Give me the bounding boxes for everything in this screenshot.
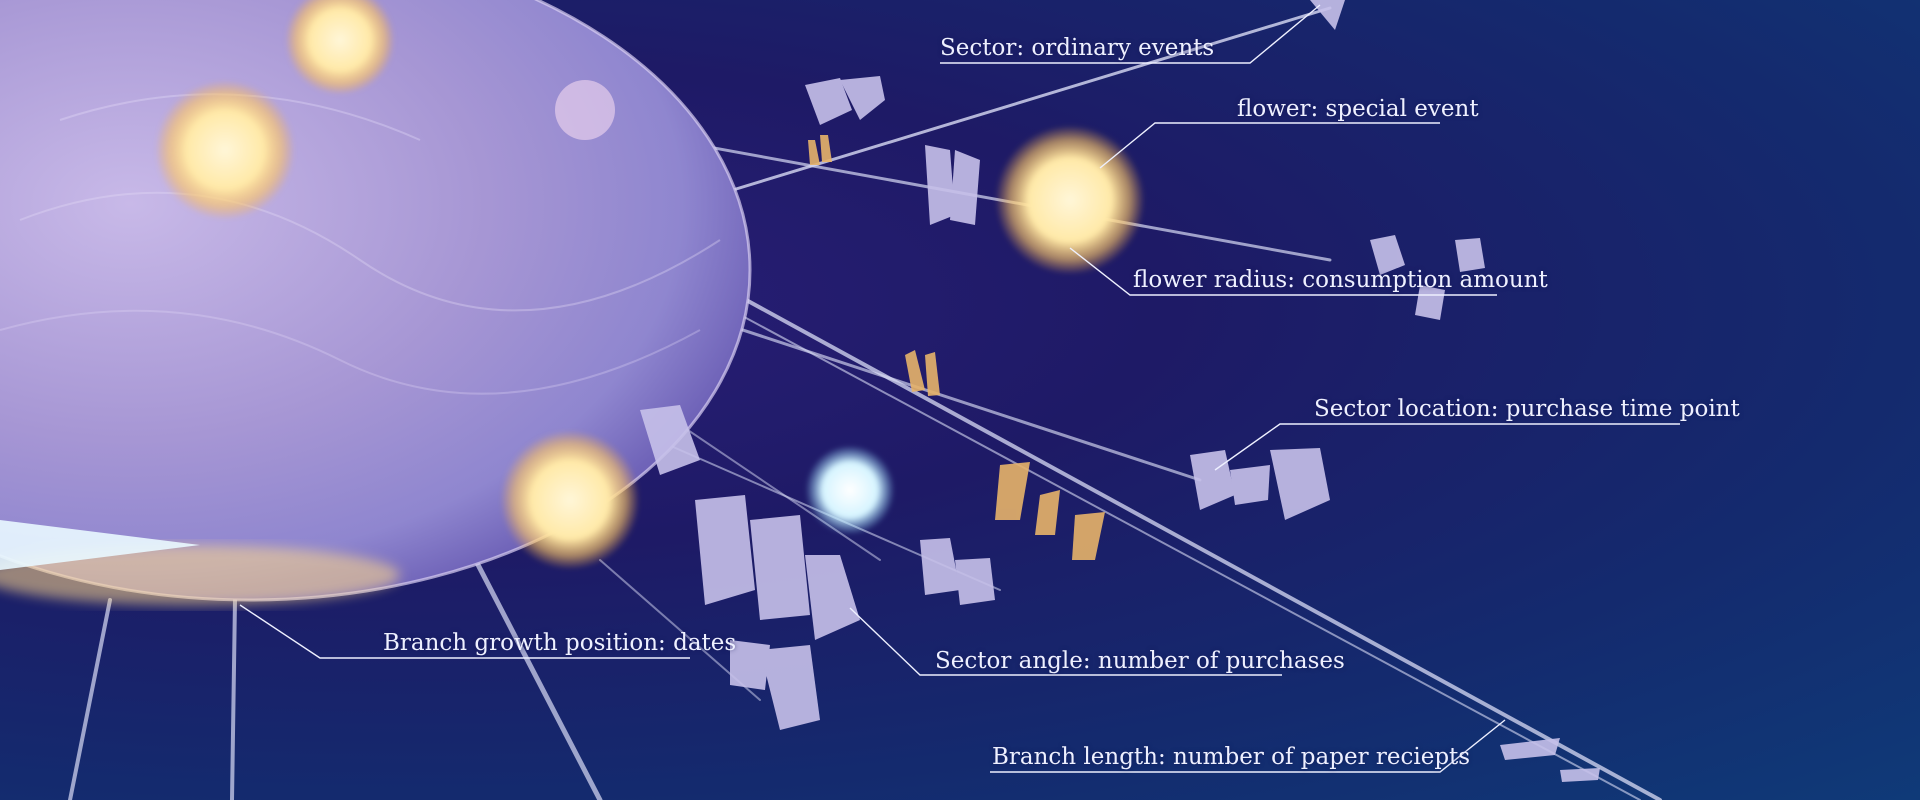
label-flower-special-event: flower: special event bbox=[1237, 96, 1479, 122]
sector-petals bbox=[640, 0, 1600, 782]
label-sector-location-purchase-time-point: Sector location: purchase time point bbox=[1314, 396, 1740, 422]
amber-seeds bbox=[808, 135, 1105, 560]
label-branch-growth-position-dates: Branch growth position: dates bbox=[383, 630, 737, 656]
annotation-leaders bbox=[239, 4, 1680, 773]
label-sector-ordinary-events: Sector: ordinary events bbox=[940, 35, 1215, 61]
label-branch-length-number-of-paper-reciepts: Branch length: number of paper reciepts bbox=[992, 744, 1471, 770]
label-flower-radius-consumption-amount: flower radius: consumption amount bbox=[1133, 267, 1548, 293]
label-sector-angle-number-of-purchases: Sector angle: number of purchases bbox=[935, 648, 1345, 674]
